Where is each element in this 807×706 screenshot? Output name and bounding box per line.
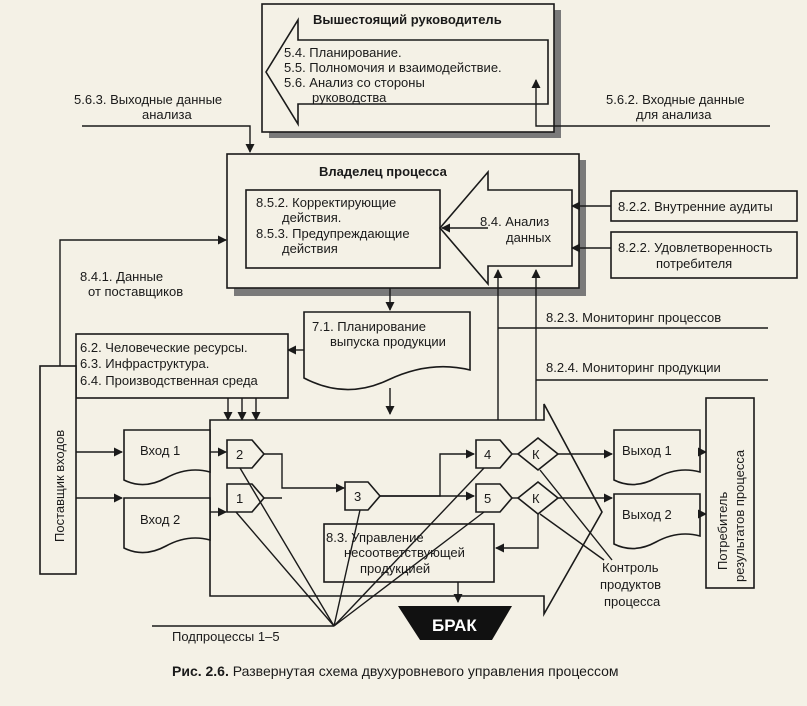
input1-label: Вход 1	[140, 443, 180, 458]
senior-manager-title: Вышестоящий руководитель	[313, 12, 502, 27]
senior-manager-box: Вышестоящий руководитель 5.4. Планирован…	[261, 3, 561, 138]
caption-prefix: Рис. 2.6.	[172, 663, 229, 679]
supplier-data-label: от поставщиков	[88, 284, 183, 299]
data-analysis-text: данных	[506, 230, 552, 245]
data-analysis-text: 8.4. Анализ	[480, 214, 549, 229]
customer-satisfaction-label: потребителя	[656, 256, 732, 271]
output1-label: Выход 1	[622, 443, 672, 458]
resources-box	[75, 333, 289, 399]
product-control-label: процесса	[604, 594, 661, 609]
senior-manager-item: 5.6. Анализ со стороны	[284, 75, 425, 90]
senior-manager-item: 5.4. Планирование.	[284, 45, 402, 60]
customer-satisfaction-label: 8.2.2. Удовлетворенность	[618, 240, 773, 255]
output1-document	[613, 429, 701, 486]
reject-badge: БРАК	[398, 606, 512, 640]
corrective-actions-text: действия.	[282, 210, 341, 225]
nonconforming-label: продукцией	[360, 561, 430, 576]
subprocess-1: 1	[226, 483, 266, 513]
senior-manager-item: 5.5. Полномочия и взаимодействие.	[284, 60, 502, 75]
product-control-label: продуктов	[600, 577, 661, 592]
process-monitoring-label: 8.2.3. Мониторинг процессов	[546, 310, 721, 325]
svg-text:1: 1	[236, 491, 243, 506]
svg-text:2: 2	[236, 447, 243, 462]
input-analysis-arrow	[531, 79, 770, 127]
output2-label: Выход 2	[622, 507, 672, 522]
subprocess-5: 5	[475, 483, 514, 513]
consumer-label: результатов процесса	[732, 449, 747, 582]
caption-text: Развернутая схема двухуровневого управле…	[229, 663, 619, 679]
subprocess-4: 4	[475, 439, 514, 469]
consumer-box	[705, 397, 755, 589]
customer-satisfaction-box	[610, 231, 798, 279]
subprocess-3: 3	[344, 481, 382, 511]
process-owner-title: Владелец процесса	[319, 164, 448, 179]
svg-text:БРАК: БРАК	[432, 616, 477, 635]
input-analysis-label: для анализа	[636, 107, 712, 122]
input-supplier-label: Поставщик входов	[52, 430, 67, 542]
supplier-data-label: 8.4.1. Данные	[80, 269, 163, 284]
input1-document	[123, 429, 211, 486]
planning-label: выпуска продукции	[330, 334, 446, 349]
input-analysis-label: 5.6.2. Входные данные	[606, 92, 745, 107]
resources-item: 6.4. Производственная среда	[80, 373, 259, 388]
resources-item: 6.3. Инфраструктура.	[80, 356, 209, 371]
internal-audits-box	[610, 190, 798, 222]
svg-text:К: К	[532, 447, 540, 462]
input-supplier-box	[39, 365, 77, 575]
subprocesses-label: Подпроцессы 1–5	[172, 629, 280, 644]
resources-item: 6.2. Человеческие ресурсы.	[80, 340, 248, 355]
svg-text:5: 5	[484, 491, 491, 506]
output-analysis-label: 5.6.3. Выходные данные	[74, 92, 222, 107]
output2-document	[613, 493, 701, 550]
input2-label: Вход 2	[140, 512, 180, 527]
output-analysis-arrow	[82, 125, 255, 153]
internal-audits-label: 8.2.2. Внутренние аудиты	[618, 199, 773, 214]
product-monitoring-label: 8.2.4. Мониторинг продукции	[546, 360, 721, 375]
planning-document	[303, 311, 471, 391]
nonconforming-label: 8.3. Управление	[326, 530, 424, 545]
nonconforming-box	[323, 523, 495, 583]
svg-text:К: К	[532, 491, 540, 506]
input2-document	[123, 497, 211, 554]
process-owner-box: Владелец процесса 8.5.2. Корректирующие …	[226, 153, 586, 296]
preventive-actions-text: 8.5.3. Предупреждающие	[256, 226, 410, 241]
consumer-label: Потребитель	[715, 492, 730, 570]
figure-caption: Рис. 2.6. Развернутая схема двухуровнево…	[172, 663, 619, 679]
senior-manager-item: руководства	[312, 90, 387, 105]
svg-text:4: 4	[484, 447, 491, 462]
planning-label: 7.1. Планирование	[312, 319, 426, 334]
output-analysis-label: анализа	[142, 107, 192, 122]
product-control-label: Контроль	[602, 560, 659, 575]
preventive-actions-text: действия	[282, 241, 338, 256]
svg-text:3: 3	[354, 489, 361, 504]
subprocess-2: 2	[226, 439, 266, 469]
corrective-actions-text: 8.5.2. Корректирующие	[256, 195, 396, 210]
supplier-data-arrow	[59, 235, 227, 366]
